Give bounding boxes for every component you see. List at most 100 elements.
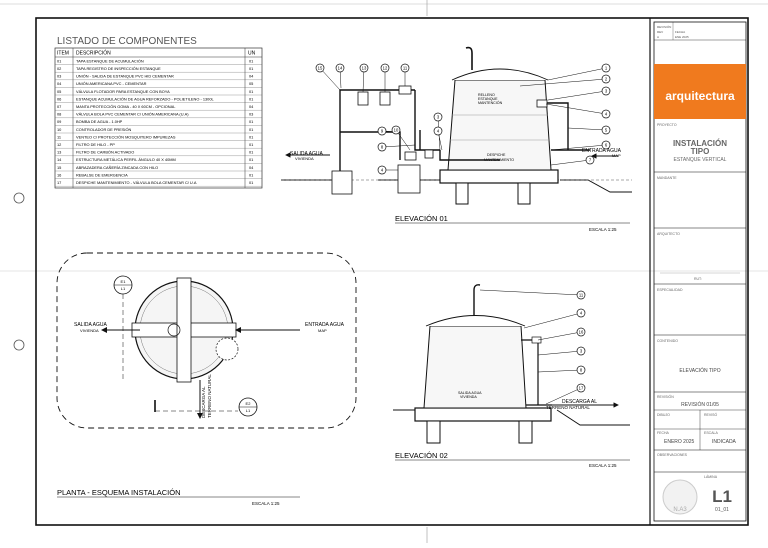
table-cell: 11 bbox=[57, 134, 61, 139]
tb-escala-label: ESCALA bbox=[704, 431, 718, 435]
table-cell: VENTEO C/ PROTECCIÓN MOSQUITERO IMPUREZA… bbox=[76, 134, 176, 139]
callout-balloon bbox=[601, 125, 611, 135]
date-value: ENERO 2025 bbox=[664, 439, 695, 445]
plan-title: PLANTA - ESQUEMA INSTALACIÓN bbox=[57, 488, 181, 497]
tb-date-head: FECHA bbox=[675, 30, 685, 34]
ref2-label: E2 bbox=[246, 401, 252, 406]
ref2-sheet: L1 bbox=[246, 408, 251, 413]
sheet-frame bbox=[35, 17, 749, 526]
callout-number: 7 bbox=[589, 158, 592, 163]
callout-number: 4 bbox=[381, 168, 384, 173]
callout-number: 11 bbox=[579, 293, 584, 298]
plan-scale: ESCALA 1:25 bbox=[252, 501, 280, 506]
tb-project-label: PROYECTO bbox=[657, 123, 677, 127]
plan-view: SALIDA AGUA VIVIENDA ENTRADA AGUA MAP DE… bbox=[56, 252, 357, 506]
table-cell: 04 bbox=[57, 81, 62, 86]
table-cell: ESTRUCTURA METÁLICA PERFIL ÁNGULO 40 X 4… bbox=[76, 157, 176, 162]
callout-balloon bbox=[377, 165, 387, 175]
callout-number: 4 bbox=[437, 129, 440, 134]
elev2-descarga-label: DESCARGA AL bbox=[562, 399, 597, 405]
table-cell: FILTRO DE HILO - PP bbox=[76, 142, 115, 147]
table-cell: 01 bbox=[249, 96, 253, 101]
table-cell: 02 bbox=[57, 66, 61, 71]
table-cell: 17 bbox=[57, 180, 61, 185]
table-cell: ESTANQUE ACUMULACIÓN DE AGUA REFORZADO -… bbox=[76, 96, 214, 101]
callout-number: 4 bbox=[605, 112, 608, 117]
project-title-2: TIPO bbox=[691, 147, 710, 156]
elev1-tank-label-3: MANTENCIÓN bbox=[478, 100, 503, 105]
revision-value: REVISIÓN 01/05 bbox=[681, 401, 719, 408]
table-cell: 01 bbox=[57, 58, 61, 63]
table-cell: FILTRO DE CARBÓN ACTIVADO bbox=[76, 150, 134, 155]
table-cell: DESPICHE MANTENIMIENTO - VÁLVULA BOLA CE… bbox=[76, 180, 197, 185]
table-cell: 10 bbox=[57, 127, 62, 132]
brand-block bbox=[654, 64, 746, 119]
callout-number: 9 bbox=[381, 129, 384, 134]
callout-balloon bbox=[377, 142, 387, 152]
callout-balloon bbox=[433, 112, 443, 122]
sheet-number: L1 bbox=[712, 487, 732, 506]
table-cell: UNIÓN - SALIDA DE ESTANQUE PVC HID CEMEN… bbox=[76, 74, 174, 79]
table-cell: 01 bbox=[249, 172, 253, 177]
binding-hole-top bbox=[13, 192, 25, 204]
callout-balloon bbox=[315, 63, 325, 73]
table-cell: TAPA ESTANQUE DE ACUMULACIÓN bbox=[76, 58, 144, 63]
plan-entrada-sub: MAP bbox=[318, 328, 327, 333]
callout-balloon bbox=[576, 383, 586, 393]
table-cell: 04 bbox=[249, 104, 254, 109]
elev1-tank-label-2: ESTANQUE bbox=[478, 97, 498, 101]
components-title: LISTADO DE COMPONENTES bbox=[57, 36, 197, 47]
elev1-platform bbox=[439, 169, 559, 184]
callout-balloon bbox=[391, 125, 401, 135]
elev2-title: ELEVACIÓN 02 bbox=[395, 451, 448, 460]
table-cell: VÁLVULA FLOTADOR PARA ESTANQUE CON BOYA bbox=[76, 89, 170, 94]
elev1-entrada-label: ENTRADA AGUA bbox=[582, 148, 622, 154]
callout-number: 3 bbox=[580, 349, 583, 354]
tb-arquitecto: ARQUITECTO bbox=[657, 232, 680, 236]
callout-balloon bbox=[400, 63, 410, 73]
elev2-scale: ESCALA 1:25 bbox=[589, 463, 617, 468]
table-cell: BOMBA DE AGUA - 1.0HP bbox=[76, 119, 123, 124]
elev2-platform bbox=[414, 407, 552, 422]
callout-balloon bbox=[585, 155, 595, 165]
plan-entrada-label: ENTRADA AGUA bbox=[305, 322, 345, 328]
callout-number: 6 bbox=[605, 143, 608, 148]
ref1-label: E1 bbox=[121, 279, 127, 284]
project-title-1: INSTALACIÓN bbox=[673, 139, 727, 148]
table-cell: 03 bbox=[249, 112, 253, 117]
elev1-entrada-sub: MAP bbox=[612, 153, 621, 158]
tb-especialidad: ESPECIALIDAD bbox=[657, 288, 683, 292]
elev2-descarga-sub: TERRENO NATURAL bbox=[546, 405, 590, 410]
tb-observaciones: OBSERVACIONES bbox=[657, 453, 688, 457]
elev1-scale: ESCALA 1:25 bbox=[589, 227, 617, 232]
callout-balloon bbox=[576, 327, 586, 337]
callout-balloon bbox=[601, 63, 611, 73]
logo-seal bbox=[662, 479, 698, 515]
table-cell: 05 bbox=[57, 89, 61, 94]
table-cell: UNIÓN AMERICANA PVC - CEMENTAR bbox=[76, 81, 147, 86]
tb-contenido: CONTENIDO bbox=[657, 339, 678, 343]
elev2-salida-2: VIVIENDA bbox=[460, 395, 477, 399]
table-cell: 03 bbox=[57, 74, 61, 79]
table-cell: ABRAZADERA CAÑERÍA ZINCADA CON HILO bbox=[76, 165, 158, 170]
callout-number: 14 bbox=[338, 66, 343, 71]
scale-value: INDICADA bbox=[712, 439, 737, 445]
callout-balloon bbox=[380, 63, 390, 73]
callout-balloon bbox=[601, 74, 611, 84]
callout-number: 12 bbox=[383, 66, 388, 71]
binding-hole-bottom bbox=[13, 339, 25, 351]
callout-balloon bbox=[601, 109, 611, 119]
callout-number: 13 bbox=[362, 66, 367, 71]
tb-fecha-label: FECHA bbox=[657, 431, 670, 435]
callout-number: 15 bbox=[318, 66, 323, 71]
table-cell: 04 bbox=[249, 74, 254, 79]
table-cell: 15 bbox=[57, 165, 61, 170]
elev2-salida-1: SALIDA AGUA bbox=[458, 391, 482, 395]
tb-rut: RUT: bbox=[694, 277, 702, 281]
table-cell: REBALSE DE EMERGENCIA bbox=[76, 172, 128, 177]
table-cell: 07 bbox=[57, 104, 61, 109]
callout-balloon bbox=[576, 346, 586, 356]
table-cell: 16 bbox=[57, 172, 61, 177]
elev1-despiche-1: DESPICHE bbox=[487, 153, 506, 157]
callout-balloon bbox=[601, 140, 611, 150]
